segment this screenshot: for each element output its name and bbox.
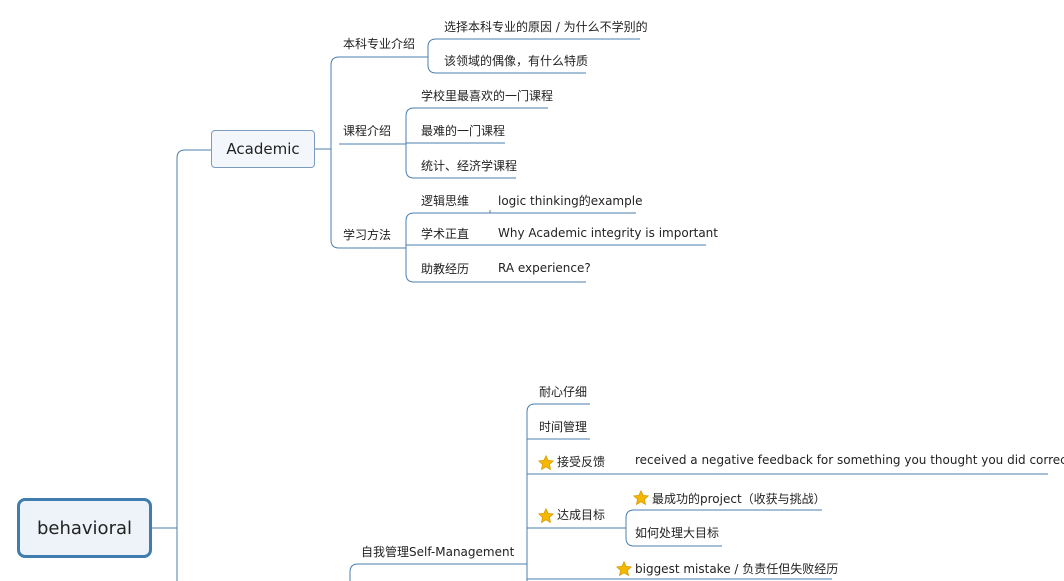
subtopic-self-management[interactable]: 自我管理Self-Management — [361, 545, 515, 559]
sm-item-biggest-mistake[interactable]: biggest mistake / 负责任但失败经历 — [635, 562, 839, 576]
subtopic-courses[interactable]: 课程介绍 — [343, 124, 392, 138]
subtopic-major-intro[interactable]: 本科专业介绍 — [343, 37, 416, 51]
major-item-idol[interactable]: 该领域的偶像，有什么特质 — [444, 54, 589, 68]
course-item-hardest[interactable]: 最难的一门课程 — [421, 124, 506, 138]
sm-feedback-detail[interactable]: received a negative feedback for somethi… — [635, 453, 1064, 467]
sm-item-patience[interactable]: 耐心仔细 — [539, 385, 588, 399]
method-academic-integrity[interactable]: 学术正直 — [421, 227, 470, 241]
sm-item-achieve-goals[interactable]: 达成目标 — [557, 508, 606, 522]
root-topic-behavioral[interactable]: behavioral — [17, 498, 152, 558]
method-logic-thinking[interactable]: 逻辑思维 — [421, 194, 470, 208]
goals-item-most-successful-project[interactable]: 最成功的project（收获与挑战） — [652, 492, 826, 506]
star-icon — [538, 455, 554, 471]
method-academic-integrity-detail[interactable]: Why Academic integrity is important — [498, 226, 718, 240]
star-icon — [616, 561, 632, 577]
star-icon — [633, 490, 649, 506]
method-ta-experience[interactable]: 助教经历 — [421, 262, 470, 276]
subtopic-study-methods[interactable]: 学习方法 — [343, 228, 392, 242]
sm-item-time-management[interactable]: 时间管理 — [539, 420, 588, 434]
course-item-stats-econ[interactable]: 统计、经济学课程 — [421, 159, 518, 173]
course-item-favorite[interactable]: 学校里最喜欢的一门课程 — [421, 89, 554, 103]
topic-academic[interactable]: Academic — [211, 130, 315, 168]
major-item-why-major[interactable]: 选择本科专业的原因 / 为什么不学别的 — [444, 20, 648, 34]
star-icon — [538, 508, 554, 524]
method-logic-thinking-detail[interactable]: logic thinking的example — [498, 194, 643, 208]
sm-item-accept-feedback[interactable]: 接受反馈 — [557, 455, 606, 469]
goals-item-big-goal[interactable]: 如何处理大目标 — [635, 526, 720, 540]
method-ta-experience-detail[interactable]: RA experience? — [498, 261, 591, 275]
